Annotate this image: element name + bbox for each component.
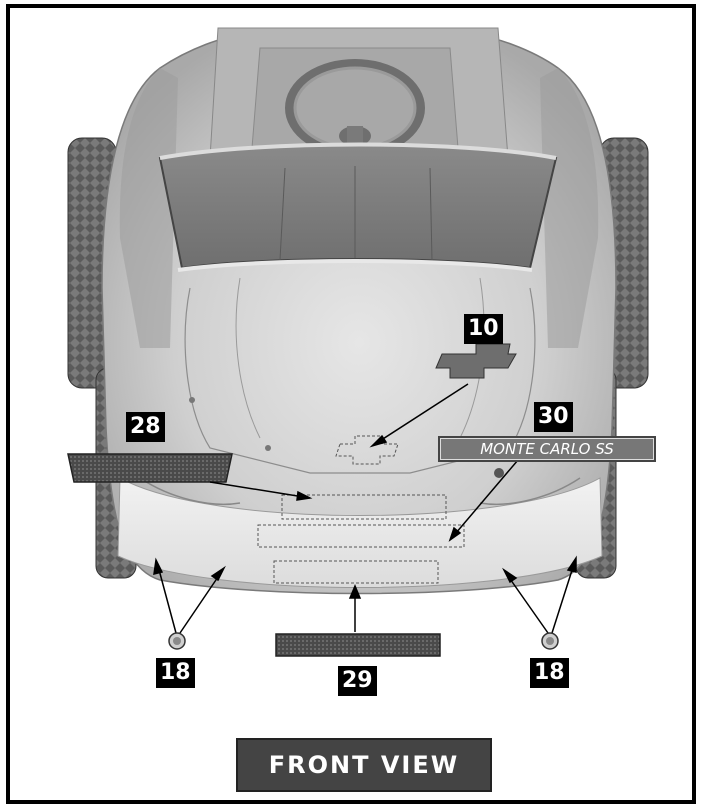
callout-lower-grille: 29 [338, 666, 377, 696]
grille-outline-lower [273, 560, 439, 584]
callout-upper-grille: 28 [126, 412, 165, 442]
rear-wing-left [119, 68, 178, 348]
callout-light-left: 18 [156, 658, 195, 688]
upper-grille-part [67, 453, 233, 483]
light-part-right [541, 632, 559, 650]
rear-wing-right [540, 68, 599, 348]
windshield [158, 143, 558, 270]
bowtie-emblem-part [435, 343, 517, 379]
diagram-frame: 10 28 30 18 29 18 MONTE CARLO SS FRONT V… [6, 4, 696, 804]
grille-outline-upper [281, 494, 447, 520]
hood [184, 287, 536, 474]
leader-lines [153, 383, 577, 634]
callout-name-decal: 30 [534, 402, 573, 432]
decal-outline [257, 524, 465, 548]
light-part-left [168, 632, 186, 650]
view-title-banner: FRONT VIEW [236, 738, 492, 792]
front-bumper [117, 477, 603, 588]
lower-grille-part [275, 633, 441, 657]
emblem-outline [335, 435, 399, 465]
callout-light-right: 18 [530, 658, 569, 688]
callout-emblem: 10 [464, 314, 503, 344]
monte-carlo-ss-decal: MONTE CARLO SS [438, 436, 656, 462]
